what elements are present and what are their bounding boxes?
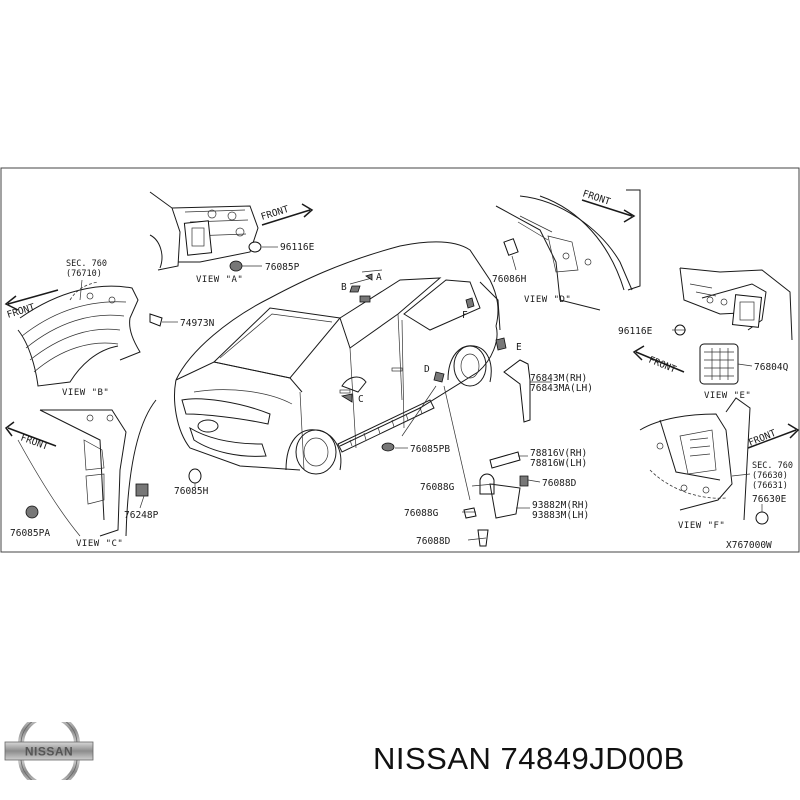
part-74973N: 74973N xyxy=(180,318,215,329)
view-c-label: VIEW "C" xyxy=(76,539,123,549)
front-arrow-a xyxy=(261,203,314,226)
view-a-label: VIEW "A" xyxy=(196,275,243,285)
part-76085H: 76085H xyxy=(174,486,209,497)
part-76088G-2: 76088G xyxy=(404,508,439,519)
part-78816W-lh: 78816W(LH) xyxy=(530,458,587,469)
part-76088D-1: 76088D xyxy=(542,478,577,489)
part-76804Q: 76804Q xyxy=(754,362,789,373)
view-d-label: VIEW "D" xyxy=(524,295,571,305)
part-76630E: 76630E xyxy=(752,494,787,505)
part-78816V-rh: 78816V(RH) xyxy=(530,448,587,459)
part-74973N-icon xyxy=(149,313,163,327)
part-76843M-rh: 76843M(RH) xyxy=(530,373,587,384)
mudflap-bracket-detail xyxy=(401,385,541,547)
view-b-detail xyxy=(17,281,141,387)
sec-76630: (76630) xyxy=(752,471,788,481)
view-e-detail xyxy=(672,267,793,385)
view-a-detail xyxy=(149,191,278,272)
view-e-label: VIEW "E" xyxy=(704,391,751,401)
part-76085PB-icon xyxy=(381,442,395,452)
marker-b: B xyxy=(341,282,347,293)
part-76843MA-lh: 76843MA(LH) xyxy=(530,383,593,394)
marker-c: C xyxy=(358,394,364,405)
front-arrow-b xyxy=(4,289,59,311)
part-96116E-e: 96116E xyxy=(618,326,653,337)
part-76085PA: 76085PA xyxy=(10,528,50,539)
marker-d: D xyxy=(424,364,430,375)
part-76088D-2: 76088D xyxy=(416,536,451,547)
view-b-label: VIEW "B" xyxy=(62,388,109,398)
part-76248P: 76248P xyxy=(124,510,159,521)
part-76085PB: 76085PB xyxy=(410,444,450,455)
part-93882M-rh: 93882M(RH) xyxy=(532,500,589,511)
part-76088G-1: 76088G xyxy=(420,482,455,493)
view-d-detail xyxy=(495,189,641,311)
part-76843M-icon xyxy=(503,359,531,423)
sec-760-right: SEC. 760 xyxy=(752,461,793,471)
front-arrow-c xyxy=(4,421,57,447)
front-arrow-d xyxy=(581,199,636,223)
part-number-title: NISSAN 74849JD00B xyxy=(373,741,685,776)
sec-760-left: SEC. 760 xyxy=(66,259,107,269)
part-96116E-a: 96116E xyxy=(280,242,315,253)
front-arrow-e xyxy=(632,345,685,373)
sec-76631: (76631) xyxy=(752,481,788,491)
svg-text:NISSAN: NISSAN xyxy=(25,745,73,759)
view-f-detail xyxy=(639,397,769,525)
car-body xyxy=(174,241,501,475)
marker-e: E xyxy=(516,342,522,353)
nissan-logo: NISSAN xyxy=(4,722,94,780)
front-arrow-f xyxy=(747,423,800,449)
view-c-detail xyxy=(17,399,157,537)
view-f-label: VIEW "F" xyxy=(678,521,725,531)
part-93883M-lh: 93883M(LH) xyxy=(532,510,589,521)
part-76086H: 76086H xyxy=(492,274,527,285)
marker-f: F xyxy=(462,310,468,321)
part-76085H-icon xyxy=(188,468,202,484)
drawing-code: X767000W xyxy=(726,540,772,551)
sec-76710: (76710) xyxy=(66,269,102,279)
marker-a: A xyxy=(376,272,382,283)
part-76085P: 76085P xyxy=(265,262,300,273)
